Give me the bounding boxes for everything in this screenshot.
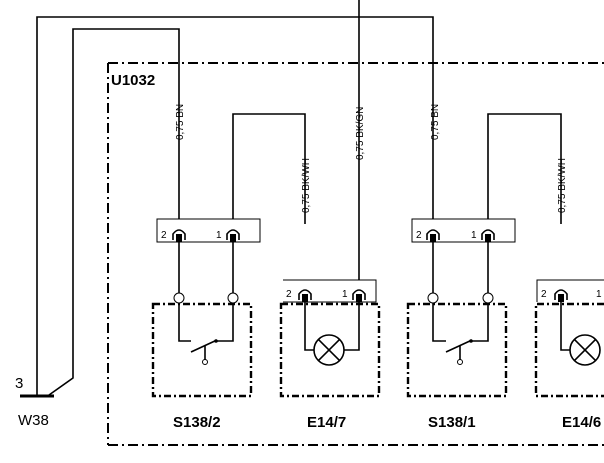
wire-label-e14-7-bkwh: 0,75 BK/WH (301, 158, 312, 213)
lamp-e14-6 (534, 302, 604, 398)
pin-s138-1-1: 1 (471, 230, 477, 241)
ref-s138-1: S138/1 (428, 414, 476, 431)
switch-s138-2 (151, 292, 253, 398)
wire-label-s138-2: 0,75 BN (175, 104, 186, 140)
ref-e14-7: E14/7 (307, 414, 346, 431)
wire-label-e14-6-bkwh: 0,75 BK/WH (557, 158, 568, 213)
ref-s138-2: S138/2 (173, 414, 221, 431)
pin-s138-1-2: 2 (416, 230, 422, 241)
s138-2-wiring (178, 113, 306, 232)
pin-e14-6-1: 1 (596, 289, 602, 300)
pin-e14-7-1: 1 (342, 289, 348, 300)
lamp-e14-7 (279, 302, 381, 398)
wire-label-s138-1: 0,75 BN (430, 104, 441, 140)
pin-s138-2-1: 1 (216, 230, 222, 241)
ground-pin-number: 3 (15, 375, 23, 392)
connector-e14-6 (536, 279, 604, 302)
connector-s138-1 (411, 218, 516, 243)
ground-w38 (20, 16, 434, 398)
ref-e14-6: E14/6 (562, 414, 601, 431)
s138-1-wiring (487, 113, 562, 225)
ground-label: W38 (18, 412, 49, 429)
pin-e14-7-2: 2 (286, 289, 292, 300)
connector-e14-7 (283, 279, 377, 303)
pin-e14-6-2: 2 (541, 289, 547, 300)
switch-s138-1 (406, 292, 508, 398)
module-label: U1032 (111, 72, 155, 89)
module-boundary (107, 62, 604, 446)
connector-s138-2 (156, 218, 261, 243)
pin-s138-2-2: 2 (161, 230, 167, 241)
wire-label-bkgn: 0,75 BK/GN (355, 107, 366, 160)
